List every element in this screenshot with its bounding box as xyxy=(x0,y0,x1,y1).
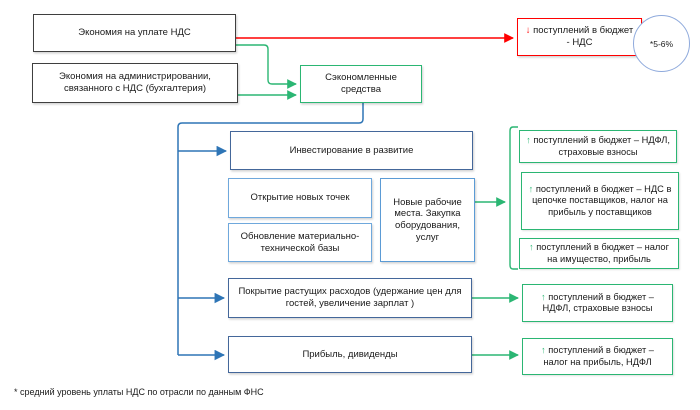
node-cover-costs: Покрытие растущих расходов (удержание це… xyxy=(228,278,472,318)
node-vat-savings-label: Экономия на уплате НДС xyxy=(78,27,191,39)
outcome-label: ↑ поступлений в бюджет – налог на прибыл… xyxy=(529,345,666,368)
up-arrow-icon: ↑ xyxy=(529,242,534,253)
up-arrow-icon: ↑ xyxy=(541,291,546,302)
outcome-text: поступлений в бюджет – налог на прибыль,… xyxy=(543,345,654,367)
node-investment-label: Инвестирование в развитие xyxy=(289,144,414,156)
down-arrow-icon: ↓ xyxy=(525,25,531,37)
outcome-text: поступлений в бюджет – НДФЛ, страховые в… xyxy=(533,135,670,157)
node-budget-loss-text: поступлений в бюджет - НДС xyxy=(533,25,634,48)
connector-vat-to-saved-funds xyxy=(236,44,297,89)
outcome-text: поступлений в бюджет – НДС в цепочке пос… xyxy=(532,184,672,217)
node-investment: Инвестирование в развитие xyxy=(230,131,473,170)
node-new-jobs-label: Новые рабочие места. Закупка оборудовани… xyxy=(393,196,462,243)
node-vat-savings: Экономия на уплате НДС xyxy=(33,14,236,52)
node-new-locations-label: Открытие новых точек xyxy=(250,192,350,204)
up-arrow-icon: ↑ xyxy=(528,184,534,194)
node-profit-label: Прибыль, дивиденды xyxy=(302,348,398,360)
node-admin-savings-label: Экономия на администрировании, связанног… xyxy=(59,71,211,94)
outcome-property-tax: ↑ поступлений в бюджет – налог на имущес… xyxy=(519,238,679,269)
node-saved-funds: Сэкономленные средства xyxy=(300,65,422,103)
node-new-locations: Открытие новых точек xyxy=(228,178,372,218)
outcome-ndfl-contributions-2: ↑ поступлений в бюджет – НДФЛ, страховые… xyxy=(522,284,673,322)
outcome-text: поступлений в бюджет – налог на имуществ… xyxy=(536,242,669,264)
outcome-text: поступлений в бюджет – НДФЛ, страховые в… xyxy=(542,291,654,313)
connector-saved-funds-trunk xyxy=(177,103,364,355)
outcome-label: ↑ поступлений в бюджет – налог на имущес… xyxy=(526,242,672,265)
vat-rate-badge: *5-6% xyxy=(633,15,690,72)
outcome-label: ↑ поступлений в бюджет – НДФЛ, страховые… xyxy=(526,135,670,158)
footnote: * средний уровень уплаты НДС по отрасли … xyxy=(14,387,264,397)
node-new-jobs: Новые рабочие места. Закупка оборудовани… xyxy=(380,178,475,262)
up-arrow-icon: ↑ xyxy=(526,135,531,146)
node-upgrade-base-label: Обновление материально-технической базы xyxy=(240,230,360,254)
node-upgrade-base: Обновление материально-технической базы xyxy=(228,223,372,262)
outcome-ndfl-contributions: ↑ поступлений в бюджет – НДФЛ, страховые… xyxy=(519,130,677,163)
node-cover-costs-label: Покрытие растущих расходов (удержание це… xyxy=(238,286,462,309)
node-saved-funds-label: Сэкономленные средства xyxy=(325,72,397,95)
node-profit: Прибыль, дивиденды xyxy=(228,336,472,373)
outcome-profit-tax-ndfl: ↑ поступлений в бюджет – налог на прибыл… xyxy=(522,338,673,375)
node-admin-savings: Экономия на администрировании, связанног… xyxy=(32,63,238,103)
outcome-label: ↑ поступлений в бюджет – НДС в цепочке п… xyxy=(528,184,672,218)
node-budget-loss: ↓ поступлений в бюджет - НДС xyxy=(517,18,642,56)
vat-rate-badge-label: *5-6% xyxy=(649,38,674,49)
outcome-vat-supplier-chain: ↑ поступлений в бюджет – НДС в цепочке п… xyxy=(521,172,679,230)
outcome-group-bracket xyxy=(509,126,518,270)
outcome-label: ↑ поступлений в бюджет – НДФЛ, страховые… xyxy=(529,292,666,315)
node-budget-loss-label: ↓ поступлений в бюджет - НДС xyxy=(524,25,635,48)
up-arrow-icon: ↑ xyxy=(541,345,546,356)
